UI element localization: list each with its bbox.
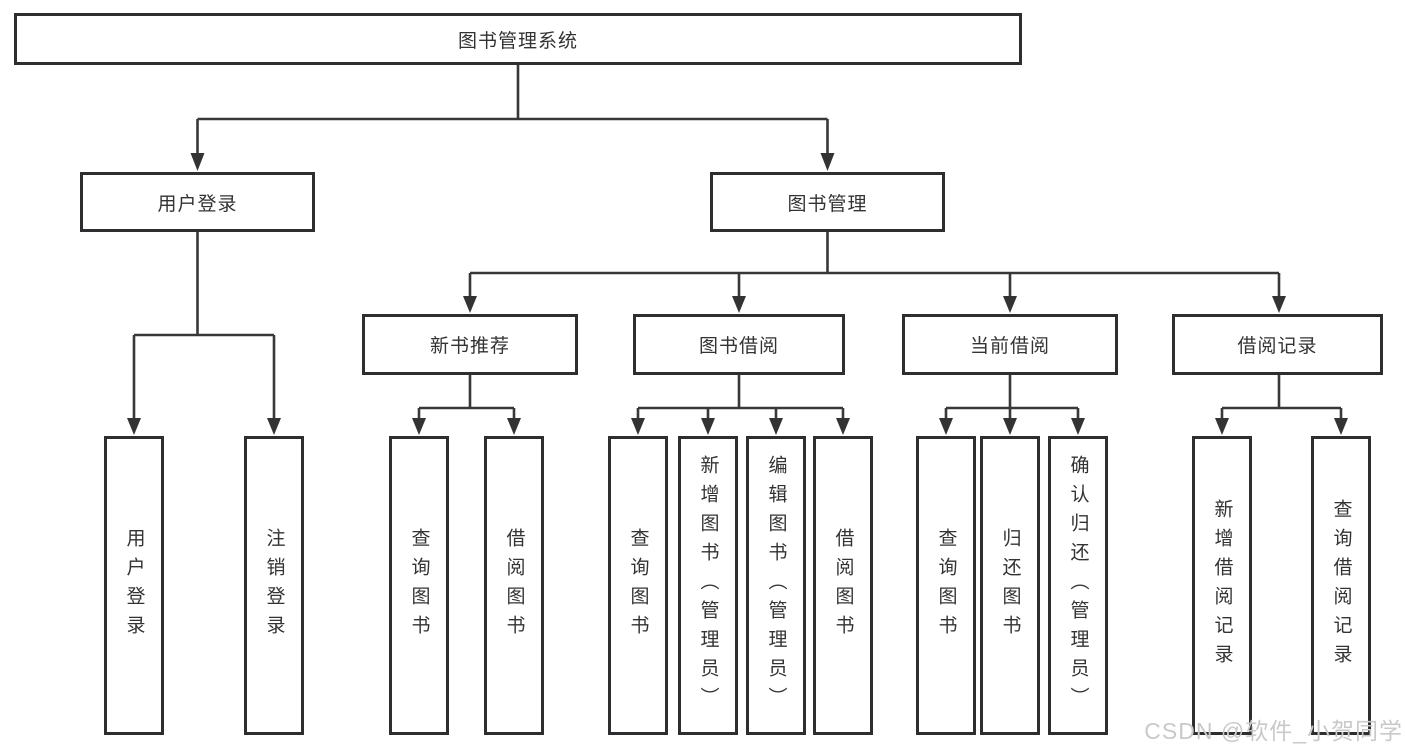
leaf-borrow-query-books: 查询图书 bbox=[608, 436, 668, 735]
arrowhead-icons bbox=[127, 153, 1348, 435]
leaf-user-login: 用户登录 bbox=[104, 436, 164, 735]
leaf-current-return-books: 归还图书 bbox=[980, 436, 1040, 735]
leaf-logout: 注销登录 bbox=[244, 436, 304, 735]
leaf-newbooks-query-books: 查询图书 bbox=[389, 436, 449, 735]
leaf-records-query-record-label: 查询借阅记录 bbox=[1330, 498, 1352, 673]
leaf-current-query-books: 查询图书 bbox=[916, 436, 976, 735]
node-current-borrow: 当前借阅 bbox=[902, 314, 1118, 375]
leaf-logout-label: 注销登录 bbox=[263, 527, 285, 644]
leaf-current-query-books-label: 查询图书 bbox=[935, 527, 957, 644]
node-root-system: 图书管理系统 bbox=[14, 13, 1022, 65]
node-user-login-label: 用户登录 bbox=[157, 193, 238, 215]
leaf-borrow-edit-books-admin: 编辑图书（管理员） bbox=[746, 436, 806, 735]
leaf-borrow-query-books-label: 查询图书 bbox=[627, 527, 649, 644]
leaf-newbooks-borrow-books-label: 借阅图书 bbox=[503, 527, 525, 644]
leaf-current-return-books-label: 归还图书 bbox=[999, 527, 1021, 644]
leaf-newbooks-borrow-books: 借阅图书 bbox=[484, 436, 544, 735]
node-new-book-recommend-label: 新书推荐 bbox=[429, 336, 510, 357]
leaf-borrow-edit-books-admin-label: 编辑图书（管理员） bbox=[765, 455, 787, 716]
node-book-management: 图书管理 bbox=[710, 172, 945, 232]
node-new-book-recommend: 新书推荐 bbox=[362, 314, 578, 375]
leaf-records-query-record: 查询借阅记录 bbox=[1311, 436, 1371, 735]
node-user-login: 用户登录 bbox=[80, 172, 315, 232]
csdn-watermark: CSDN @软件_小贺同学 bbox=[1144, 718, 1403, 744]
leaf-current-confirm-return-admin-label: 确认归还（管理员） bbox=[1067, 455, 1089, 716]
node-borrow-records: 借阅记录 bbox=[1172, 314, 1383, 375]
leaf-borrow-add-books-admin-label: 新增图书（管理员） bbox=[697, 455, 719, 716]
leaf-borrow-borrow-books: 借阅图书 bbox=[813, 436, 873, 735]
node-book-borrow: 图书借阅 bbox=[633, 314, 845, 375]
leaf-records-add-record-label: 新增借阅记录 bbox=[1211, 498, 1233, 673]
node-book-management-label: 图书管理 bbox=[787, 193, 868, 215]
leaf-user-login-label: 用户登录 bbox=[123, 527, 145, 644]
node-root-label: 图书管理系统 bbox=[457, 30, 578, 52]
node-book-borrow-label: 图书借阅 bbox=[698, 336, 779, 357]
leaf-newbooks-query-books-label: 查询图书 bbox=[408, 527, 430, 644]
leaf-borrow-borrow-books-label: 借阅图书 bbox=[832, 527, 854, 644]
leaf-borrow-add-books-admin: 新增图书（管理员） bbox=[678, 436, 738, 735]
node-borrow-records-label: 借阅记录 bbox=[1237, 336, 1318, 357]
leaf-records-add-record: 新增借阅记录 bbox=[1192, 436, 1252, 735]
node-current-borrow-label: 当前借阅 bbox=[969, 336, 1050, 357]
leaf-current-confirm-return-admin: 确认归还（管理员） bbox=[1048, 436, 1108, 735]
